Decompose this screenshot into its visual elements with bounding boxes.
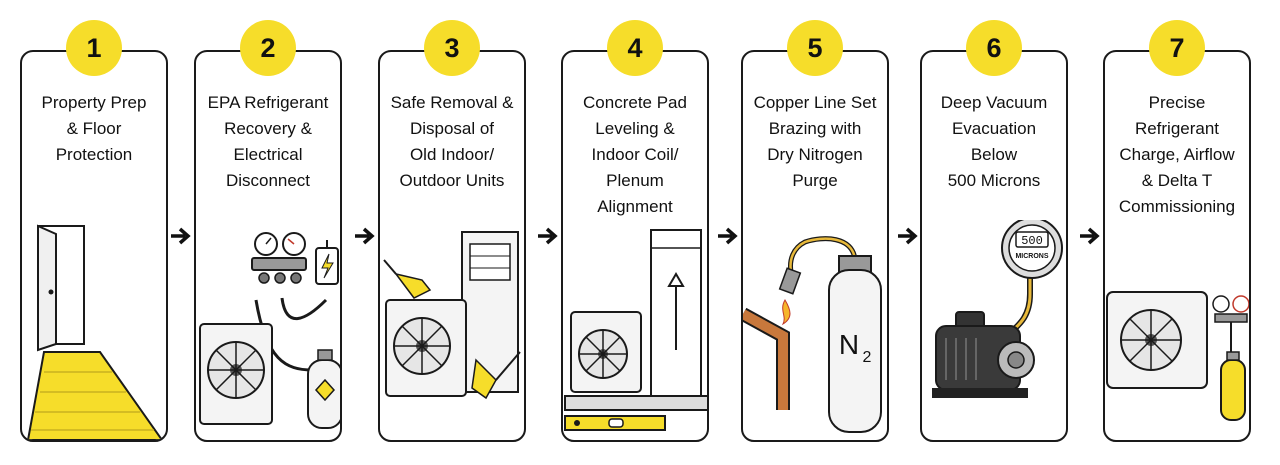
pad-leveling-icon [564, 229, 707, 431]
brazing-nitrogen-icon: N 2 [743, 236, 882, 433]
vacuum-pump-icon: 500 MICRONS [932, 220, 1063, 398]
step-3-card: Safe Removal & Disposal of Old Indoor/ O… [378, 50, 526, 442]
step-5-badge: 5 [787, 20, 843, 76]
arrow-right-icon [718, 227, 738, 245]
arrow-right-icon [1080, 227, 1100, 245]
step-7-badge: 7 [1149, 20, 1205, 76]
step-3-badge: 3 [424, 20, 480, 76]
step-2-title: EPA Refrigerant Recovery & Electrical Di… [207, 93, 329, 190]
step-2-card: EPA Refrigerant Recovery & Electrical Di… [194, 50, 342, 442]
nitrogen-label: N [839, 329, 859, 360]
arrow-right-icon [355, 227, 375, 245]
step-4-title: Concrete Pad Leveling & Indoor Coil/ Ple… [583, 93, 687, 216]
step-7-title: Precise Refrigerant Charge, Airflow & De… [1118, 93, 1236, 216]
step-4-badge: 4 [607, 20, 663, 76]
arrow-right-icon [538, 227, 558, 245]
micron-gauge-unit: MICRONS [1015, 253, 1048, 260]
step-6-card: Deep Vacuum Evacuation Below 500 Microns… [920, 50, 1068, 442]
unit-removal-icon [383, 231, 521, 400]
step-5-title: Copper Line Set Brazing with Dry Nitroge… [753, 93, 877, 190]
step-3-title: Safe Removal & Disposal of Old Indoor/ O… [390, 93, 514, 190]
micron-gauge-value: 500 [1021, 234, 1043, 248]
step-7-card: Precise Refrigerant Charge, Airflow & De… [1103, 50, 1251, 442]
nitrogen-subscript: 2 [863, 349, 872, 366]
step-2-badge: 2 [240, 20, 296, 76]
charging-commissioning-icon [1106, 291, 1249, 421]
step-6-badge: 6 [966, 20, 1022, 76]
arrow-right-icon [171, 227, 191, 245]
step-1-card: Property Prep & Floor Protection [20, 50, 168, 442]
step-6-title: Deep Vacuum Evacuation Below 500 Microns [940, 93, 1048, 190]
door-floor-protection-icon [26, 224, 164, 440]
manifold-gauge-recovery-icon [199, 232, 340, 429]
arrow-right-icon [898, 227, 918, 245]
step-1-badge: 1 [66, 20, 122, 76]
step-1-title: Property Prep & Floor Protection [41, 93, 147, 164]
step-4-card: Concrete Pad Leveling & Indoor Coil/ Ple… [561, 50, 709, 442]
step-5-card: Copper Line Set Brazing with Dry Nitroge… [741, 50, 889, 442]
